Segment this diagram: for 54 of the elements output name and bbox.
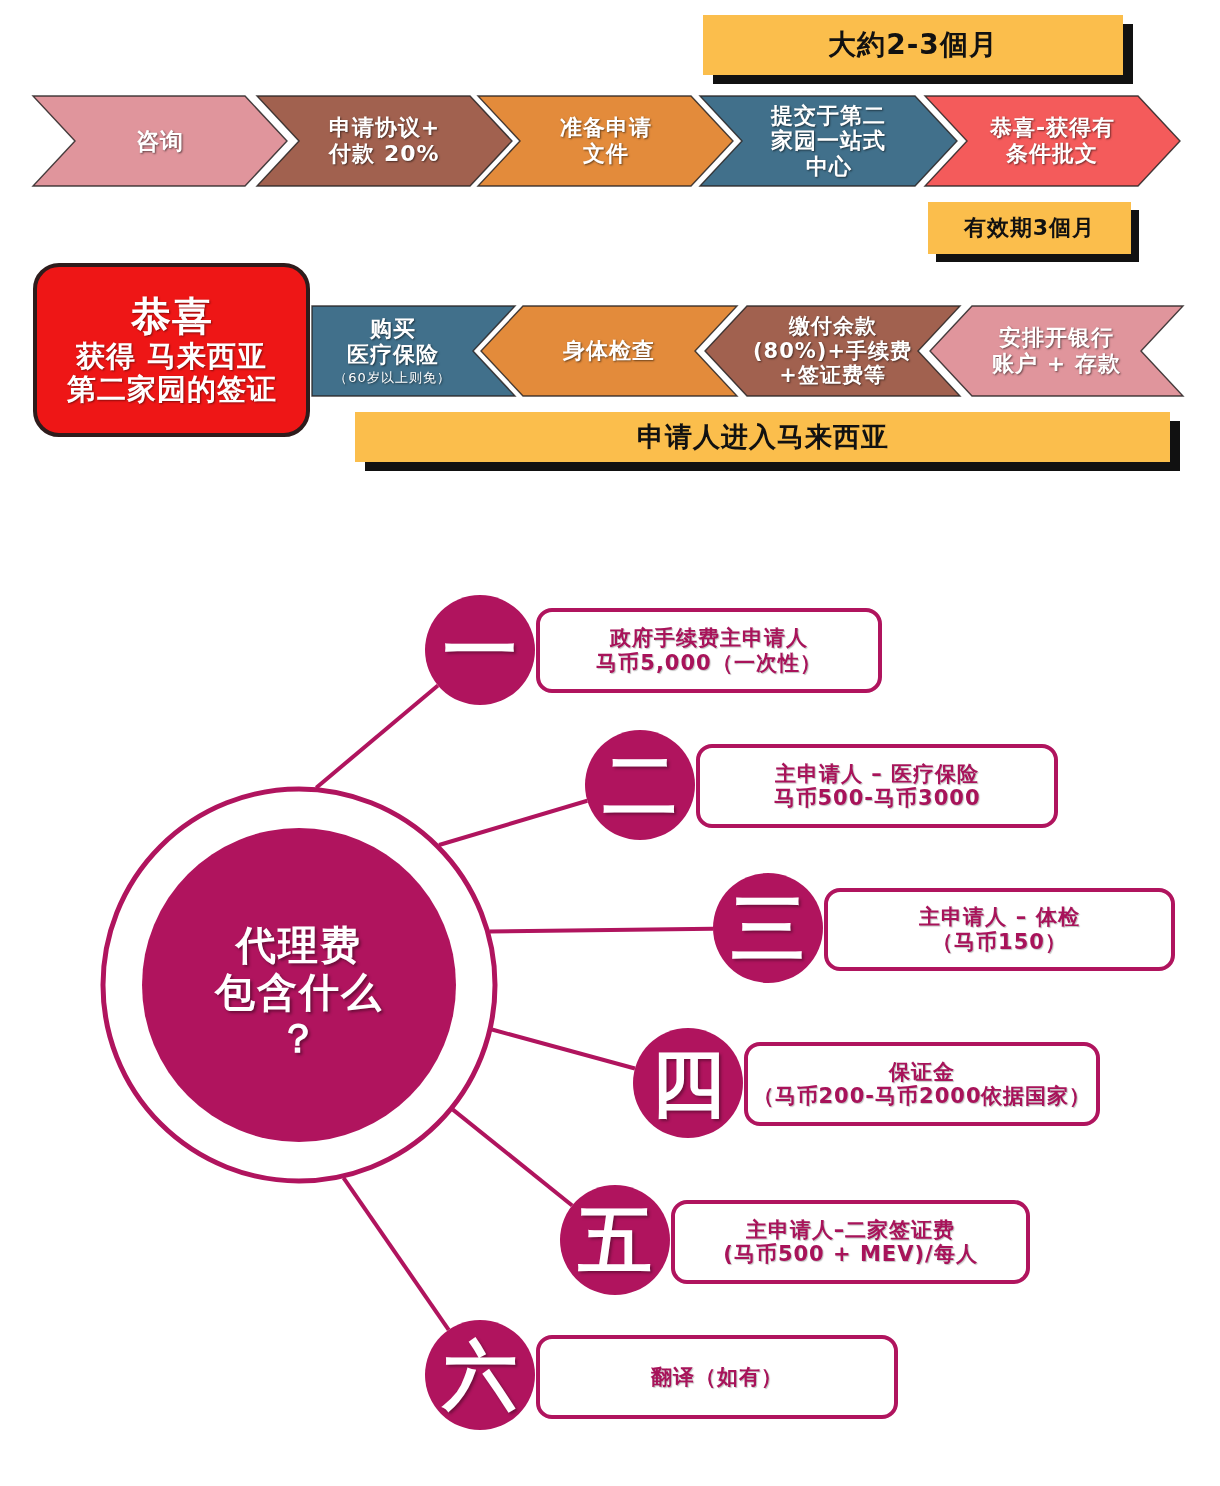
fee-card [671,1200,1030,1284]
step-number: 一 [443,613,517,687]
step-label: 身体检查 [563,338,655,364]
chevron-step [925,96,1180,186]
panel-text: 获得 马来西亚第二家园的签证 [66,339,277,407]
connector-line [314,683,440,790]
step-label: 购买医疗保险 [346,316,439,368]
connector-line [489,926,714,934]
fee-text: 主申请人–二家签证费(马币500 + MEV)/每人 [723,1217,978,1267]
fee-text: 保证金（马币200-马币2000依据国家） [752,1059,1092,1109]
step-label: 提交于第二家园一站式中心 [771,102,886,180]
connector-line [341,1176,451,1331]
fee-card [536,608,882,693]
step-label: 咨询 [136,127,184,155]
connector-line [451,1108,574,1208]
step-number: 六 [443,1338,517,1412]
highlight-panel [33,263,310,437]
panel-heading: 恭喜 [130,293,213,340]
step-number: 三 [731,891,805,965]
topic-circle [100,786,498,1184]
chevron-step [705,306,960,396]
banner-text: 大約2-3個月 [828,28,998,62]
fee-text: 主申请人 – 体检（马币150） [919,905,1080,954]
step-number: 五 [578,1203,652,1277]
chevron-step [312,306,515,396]
fee-text: 政府手续费主申请人马币5,000（一次性） [596,626,822,675]
fee-text: 主申请人 – 医疗保险马币500-马币3000 [773,761,981,811]
fee-card [696,744,1058,828]
chevron-step [478,96,733,186]
step-label: 缴付余款(80%)+手续费+签证费等 [752,314,913,388]
fee-text: 翻译（如有） [651,1364,783,1390]
connector-line [491,1027,636,1071]
fee-card [744,1042,1100,1126]
chevron-step [33,96,287,186]
connector-line [438,798,588,847]
step-note: （60岁以上则免） [334,370,451,386]
banner-text: 申请人进入马来西亚 [636,421,889,453]
chevron-step [257,96,512,186]
step-label: 恭喜-获得有条件批文 [989,115,1116,167]
banner-text: 有效期3個月 [963,215,1096,241]
chevron-step [700,96,957,186]
banner-bar [355,412,1180,471]
chevron-step [481,306,737,396]
fee-card [536,1335,898,1419]
topic-text: 代理费包含什么？ [215,922,383,1062]
step-label: 准备申请文件 [559,115,652,167]
banner-bar [703,15,1133,84]
step-number: 四 [651,1046,725,1120]
chevron-step [930,306,1183,396]
step-number: 二 [603,748,677,822]
step-label: 申请协议+付款 20% [328,115,441,167]
banner-bar [928,202,1139,262]
fee-card [824,888,1175,971]
step-label: 安排开银行账户 + 存款 [992,325,1121,377]
